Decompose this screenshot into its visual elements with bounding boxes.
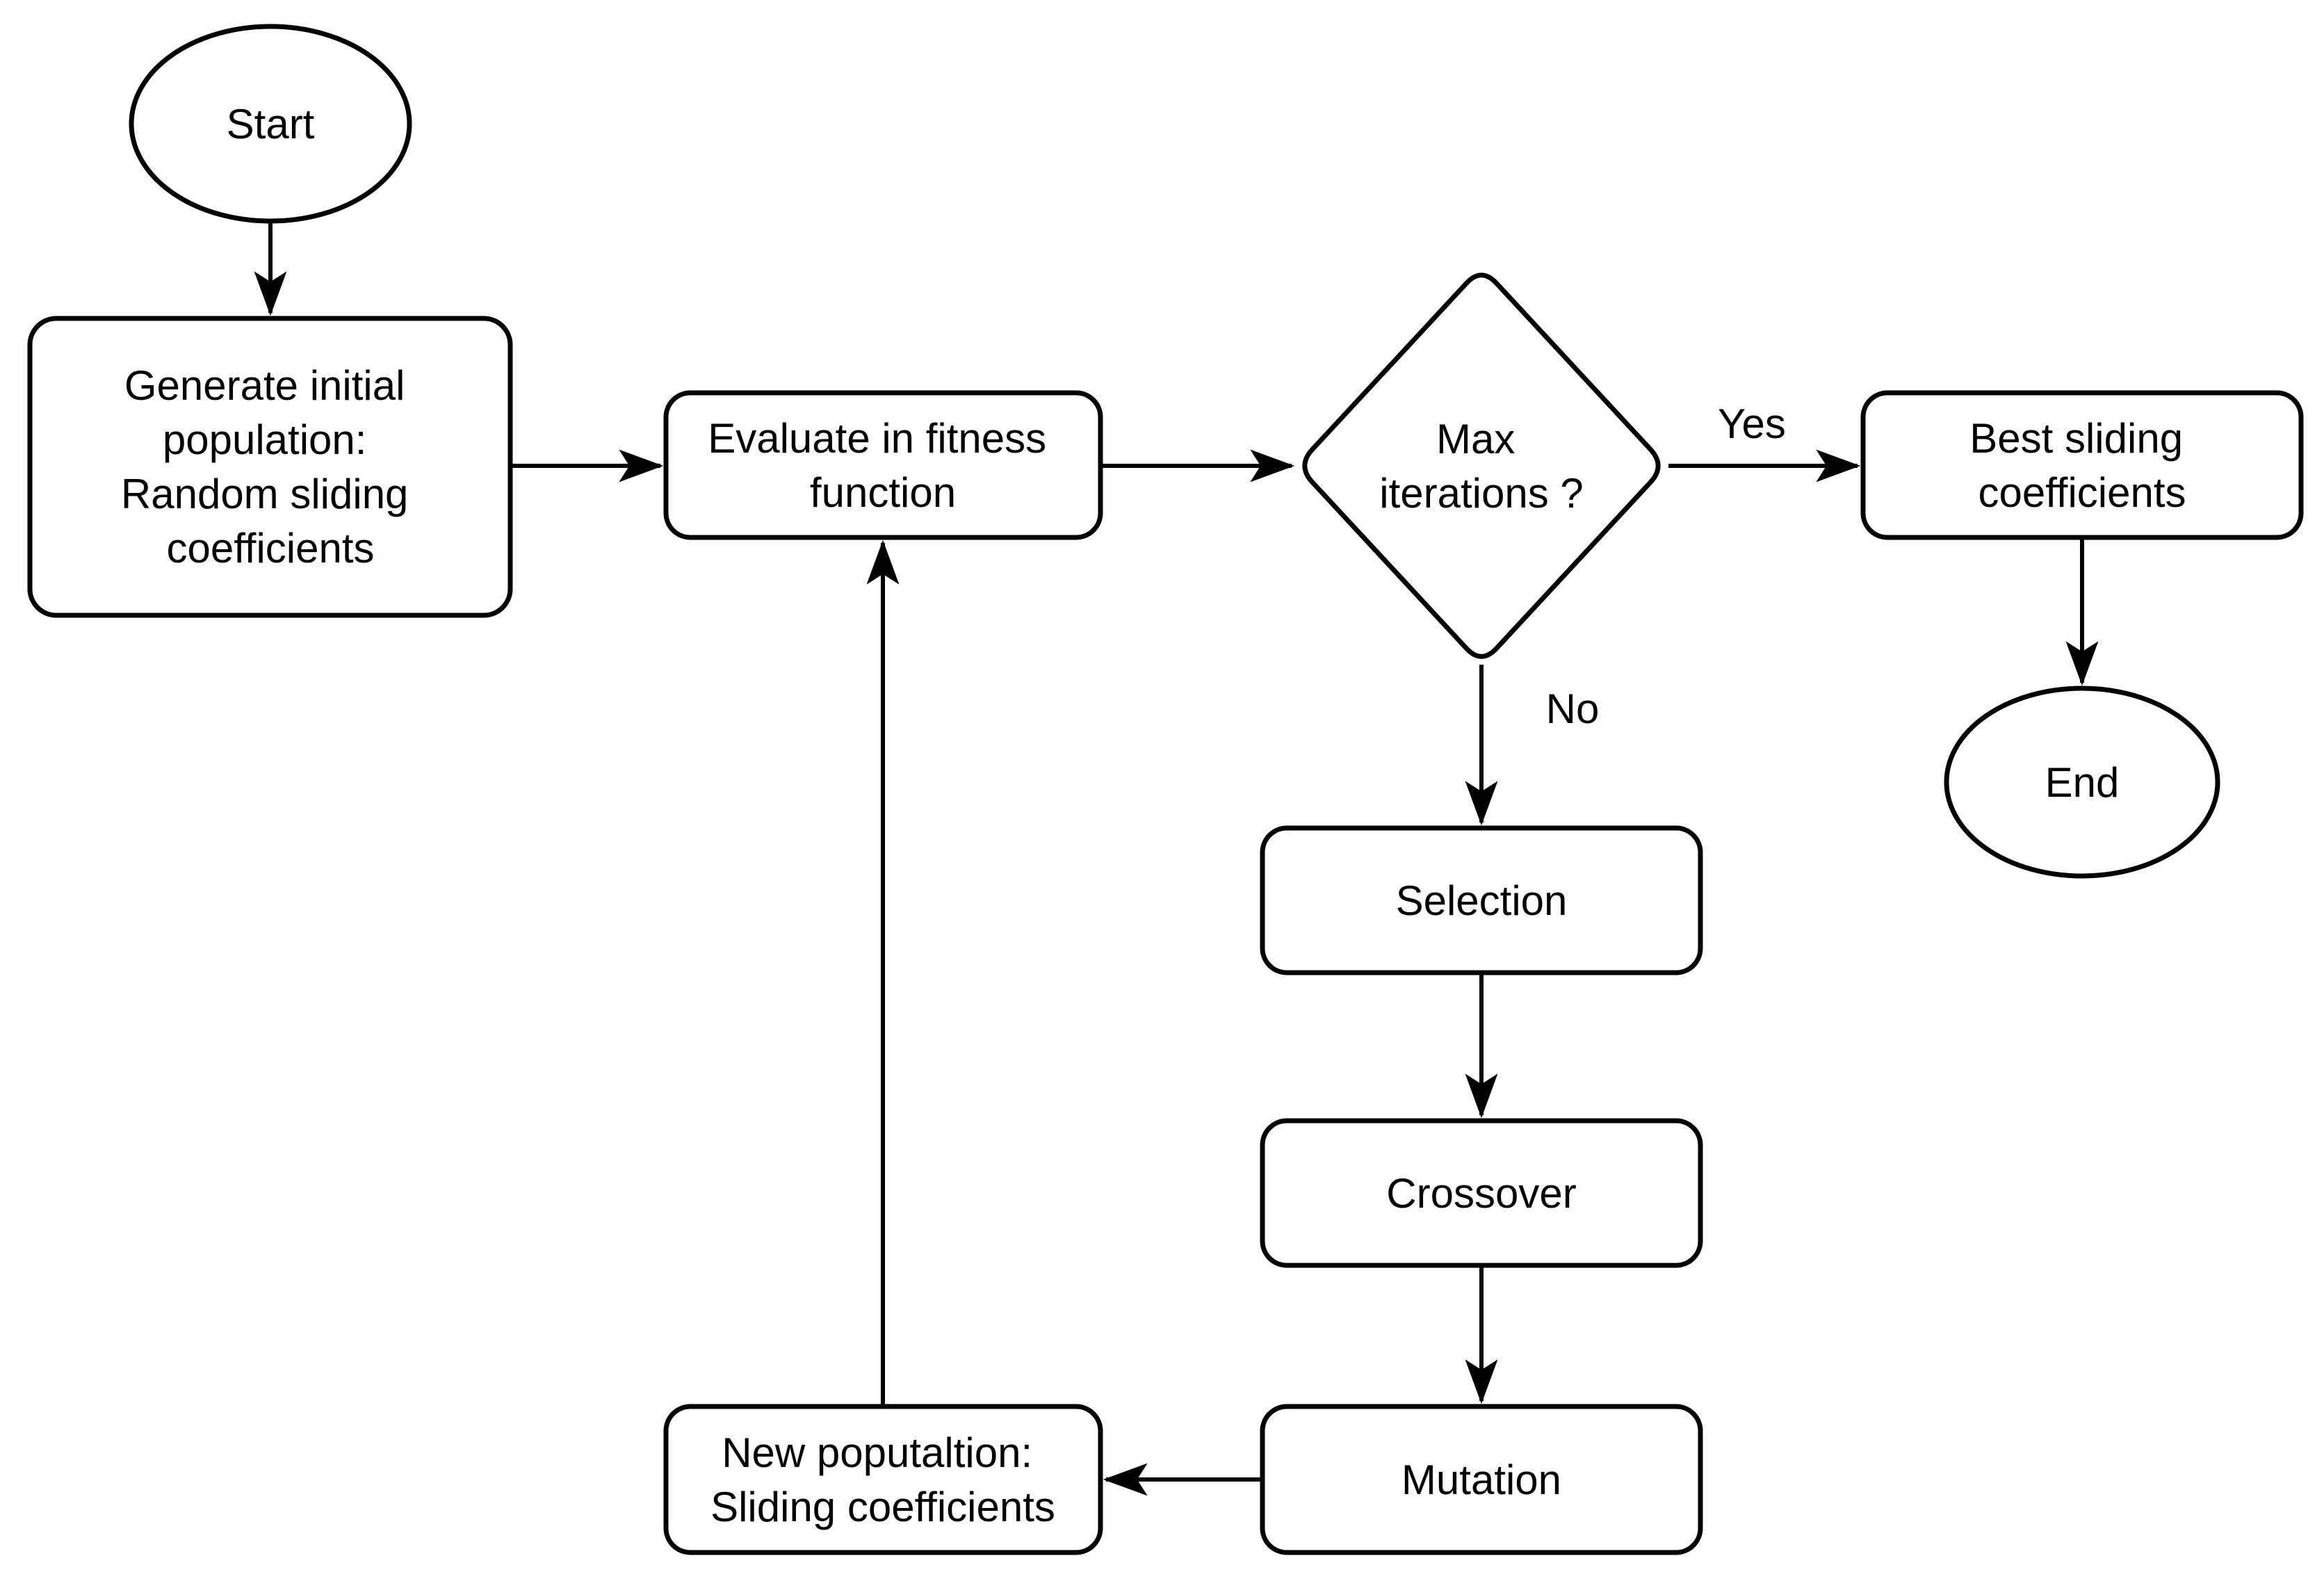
edge-label-yes: Yes (1718, 400, 1786, 447)
svg-text:Best sliding coefficient: Best sliding coefficients (1969, 415, 2195, 516)
crossover-process: Crossover (1260, 1118, 1703, 1268)
generate-population-process: Generate initial population: Random slid… (27, 316, 513, 618)
mutation-process: Mutation (1260, 1404, 1703, 1555)
svg-text:Mutation: Mutation (1401, 1457, 1561, 1503)
start-terminator: Start (129, 24, 412, 224)
svg-text:Max iterations ?: Max iterations ? (1379, 416, 1584, 517)
new-population-process: New poputaltion: Sliding coefficients (663, 1404, 1103, 1555)
max-iterations-decision: Max iterations ? (1302, 273, 1661, 659)
edge-label-no: No (1546, 686, 1600, 732)
best-coefficients-process: Best sliding coefficients (1860, 390, 2304, 540)
svg-text:New poputaltion: Sliding: New poputaltion: Sliding coefficients (710, 1429, 1055, 1530)
svg-text:Start: Start (227, 101, 315, 147)
svg-text:Crossover: Crossover (1386, 1170, 1576, 1217)
svg-text:Generate initial populat: Generate initial population: Random slid… (121, 362, 420, 571)
end-terminator: End (1944, 686, 2220, 879)
selection-process: Selection (1260, 825, 1703, 975)
svg-text:End: End (2045, 759, 2120, 806)
svg-text:Selection: Selection (1396, 877, 1568, 924)
evaluate-fitness-process: Evaluate in fitness function (663, 390, 1103, 540)
start-label: Start (227, 101, 315, 147)
end-label: End (2045, 759, 2120, 806)
svg-text:Evaluate in fitness func: Evaluate in fitness function (708, 415, 1058, 516)
